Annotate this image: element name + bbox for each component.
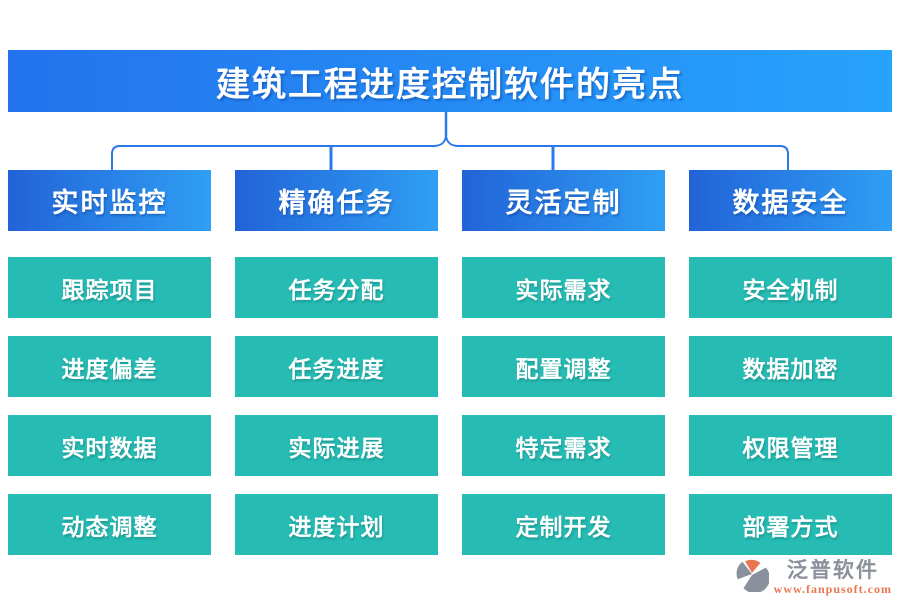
- feature-box: 特定需求: [462, 415, 665, 476]
- feature-box: 数据加密: [689, 336, 892, 397]
- connector-lines: [111, 112, 789, 170]
- watermark: 泛普软件 www.fanpusoft.com: [735, 558, 892, 597]
- feature-box: 配置调整: [462, 336, 665, 397]
- column-header: 精确任务: [235, 170, 438, 231]
- column-precise-tasks: 精确任务 任务分配 任务进度 实际进展 进度计划: [235, 170, 438, 555]
- feature-box: 任务进度: [235, 336, 438, 397]
- feature-box: 实际需求: [462, 257, 665, 318]
- page-title: 建筑工程进度控制软件的亮点: [216, 66, 684, 104]
- column-header: 数据安全: [689, 170, 892, 231]
- fanpu-logo-icon: [735, 558, 770, 597]
- brand-url: www.fanpusoft.com: [773, 582, 892, 596]
- feature-box: 定制开发: [462, 494, 665, 555]
- column-data-security: 数据安全 安全机制 数据加密 权限管理 部署方式: [689, 170, 892, 555]
- feature-box: 进度计划: [235, 494, 438, 555]
- column-realtime-monitoring: 实时监控 跟踪项目 进度偏差 实时数据 动态调整: [8, 170, 211, 555]
- column-header: 灵活定制: [462, 170, 665, 231]
- feature-box: 部署方式: [689, 494, 892, 555]
- brand-name: 泛普软件: [786, 558, 879, 582]
- feature-box: 安全机制: [689, 257, 892, 318]
- feature-box: 跟踪项目: [8, 257, 211, 318]
- feature-grid: 实时监控 跟踪项目 进度偏差 实时数据 动态调整 精确任务 任务分配 任务进度 …: [8, 170, 892, 555]
- feature-box: 动态调整: [8, 494, 211, 555]
- column-flexible-customization: 灵活定制 实际需求 配置调整 特定需求 定制开发: [462, 170, 665, 555]
- feature-box: 进度偏差: [8, 336, 211, 397]
- feature-box: 实际进展: [235, 415, 438, 476]
- title-banner: 建筑工程进度控制软件的亮点: [8, 50, 892, 112]
- feature-box: 实时数据: [8, 415, 211, 476]
- column-header: 实时监控: [8, 170, 211, 231]
- feature-box: 任务分配: [235, 257, 438, 318]
- feature-box: 权限管理: [689, 415, 892, 476]
